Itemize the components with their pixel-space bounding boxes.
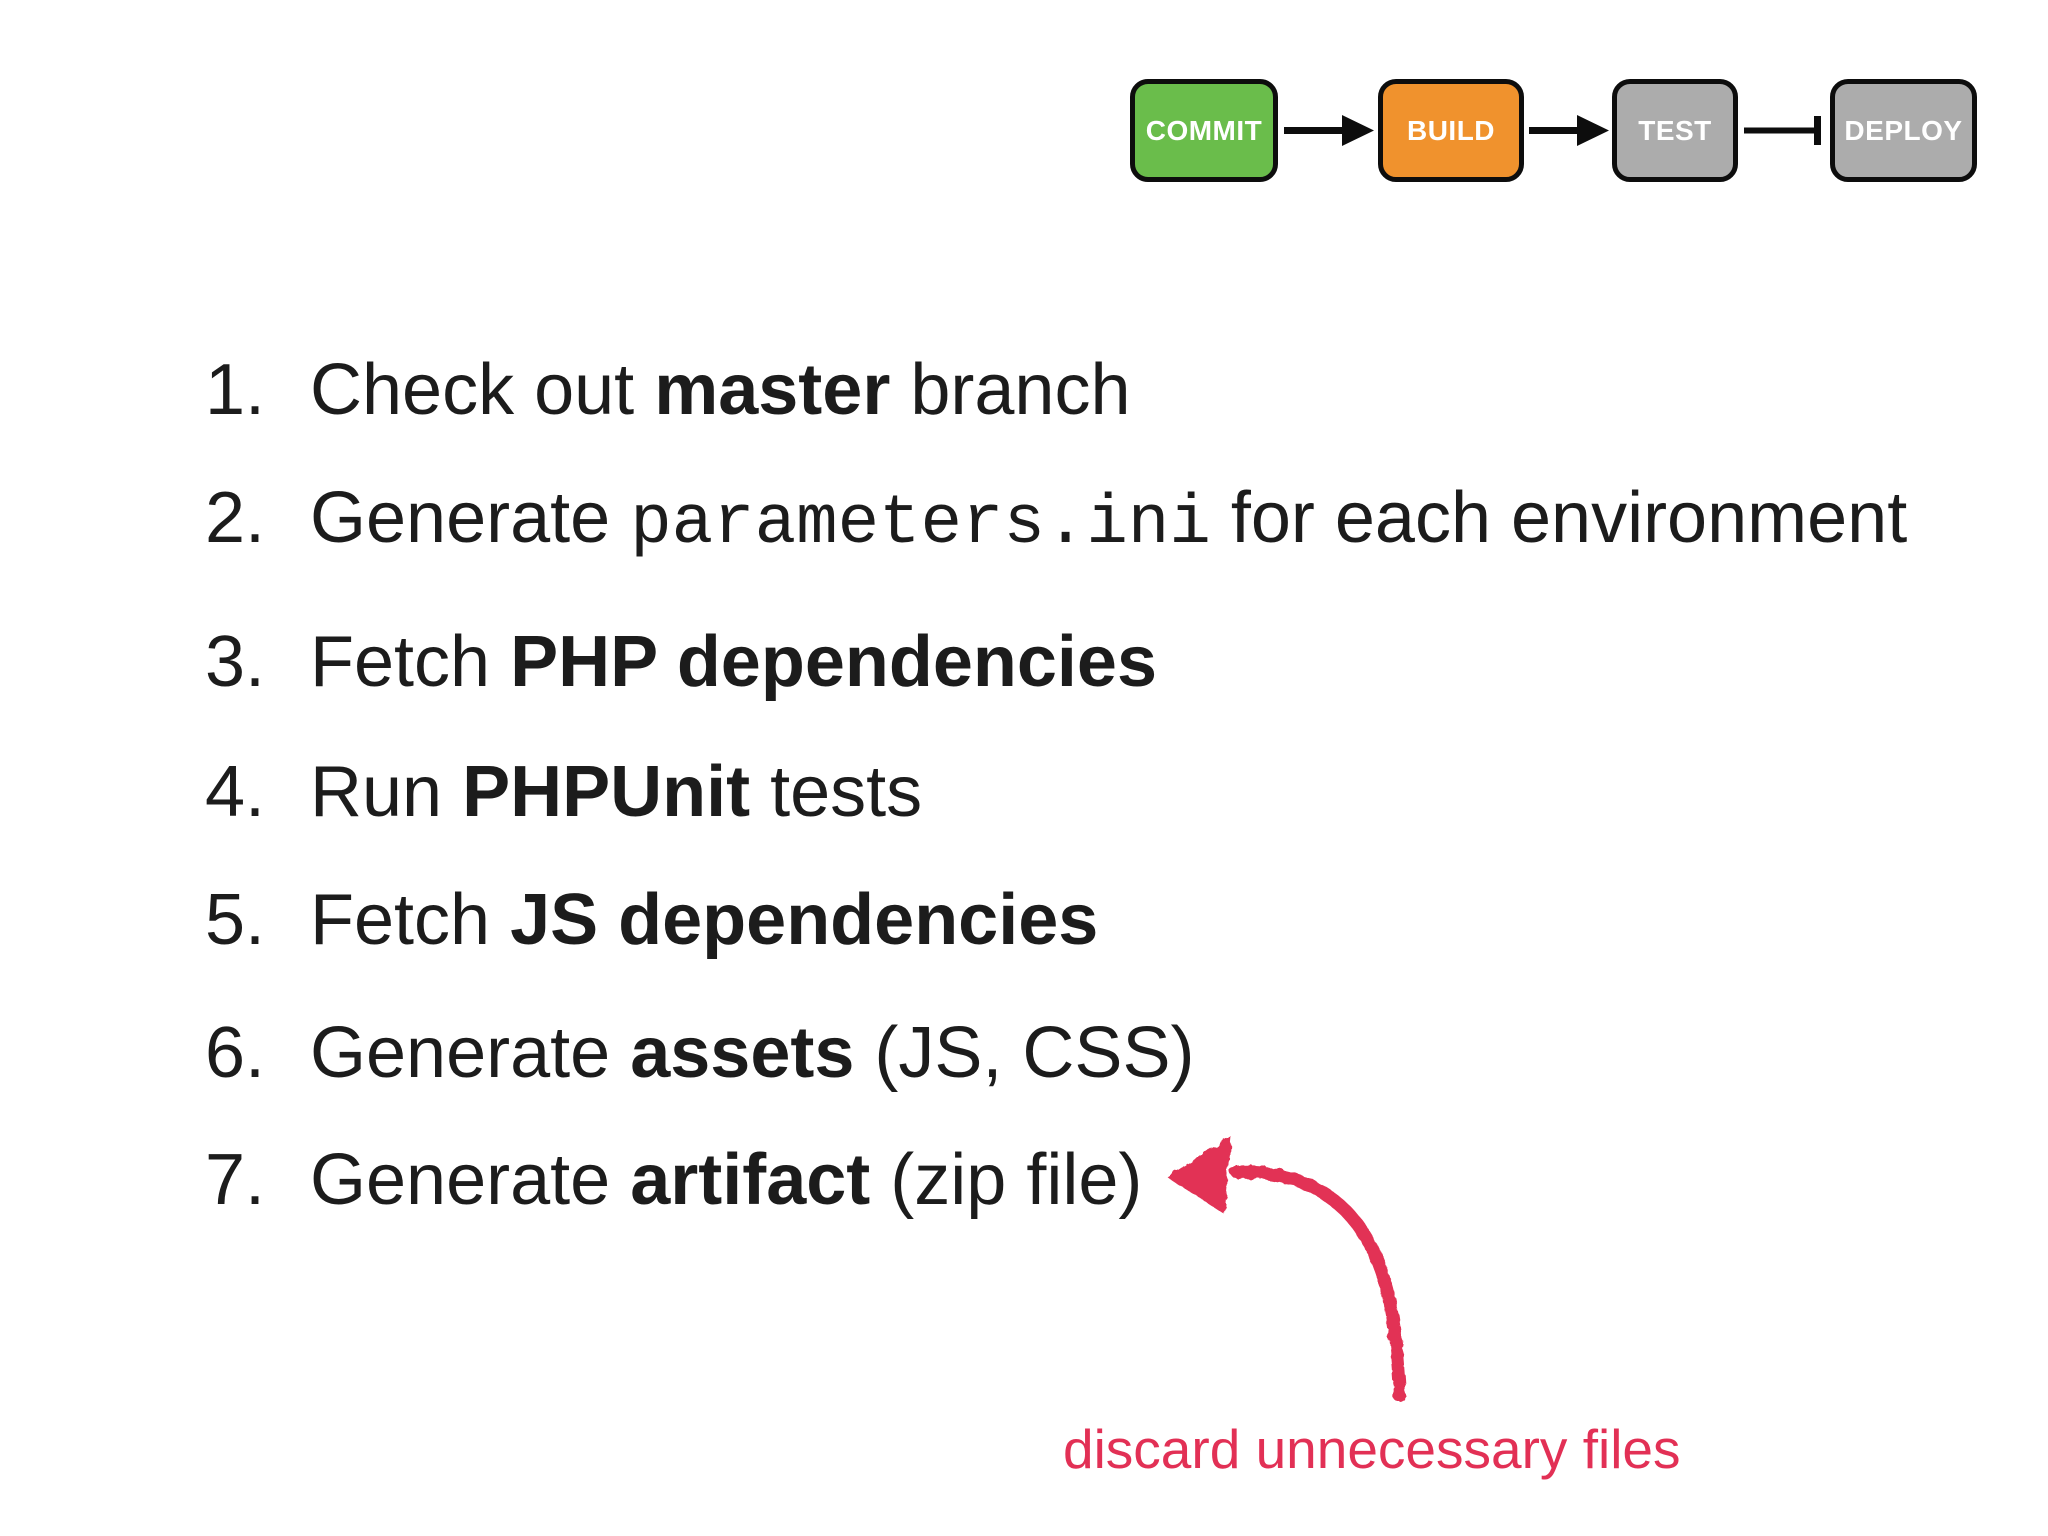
list-item: 2.Generate parameters.ini for each envir… (205, 482, 1907, 558)
list-item: 6.Generate assets (JS, CSS) (205, 1017, 1194, 1089)
list-item-number: 1. (205, 350, 266, 430)
arrow-right-icon (1284, 115, 1374, 146)
list-item-prefix: Check out (310, 350, 655, 430)
list-item-emphasis: parameters.ini (630, 484, 1211, 563)
list-item-number: 3. (205, 622, 266, 702)
list-item-number: 2. (205, 478, 266, 558)
blocked-arrow-icon (1744, 116, 1821, 145)
pipeline-diagram: COMMIT BUILD TEST DEPLOY (1130, 79, 1977, 182)
stage-label-deploy: DEPLOY (1844, 114, 1963, 146)
list-item: 4.Run PHPUnit tests (205, 756, 922, 828)
list-item-number: 5. (205, 880, 266, 960)
list-item-prefix: Fetch (310, 622, 511, 702)
list-item-emphasis: PHP dependencies (510, 622, 1157, 702)
stage-label-commit: COMMIT (1145, 114, 1263, 146)
stage-box-build: BUILD (1378, 79, 1524, 182)
stage-box-commit: COMMIT (1130, 79, 1278, 182)
list-item-prefix: Generate (310, 1013, 631, 1093)
list-item-suffix: for each environment (1210, 478, 1908, 558)
list-item-emphasis: artifact (630, 1140, 871, 1220)
list-item: 1.Check out master branch (205, 354, 1131, 426)
list-item-prefix: Generate (310, 478, 631, 558)
list-item-suffix: branch (890, 350, 1131, 430)
list-item-prefix: Generate (310, 1140, 631, 1220)
annotation-curved-arrow-icon (1130, 1110, 1450, 1420)
list-item-suffix: tests (750, 752, 923, 832)
list-item-number: 6. (205, 1013, 266, 1093)
list-item-emphasis: JS dependencies (510, 880, 1099, 960)
stage-label-test: TEST (1638, 114, 1712, 146)
annotation-label: discard unnecessary files (1063, 1418, 1681, 1480)
stage-label-build: BUILD (1406, 114, 1496, 146)
arrow-right-icon (1529, 115, 1609, 146)
stage-box-test: TEST (1612, 79, 1738, 182)
list-item: 5.Fetch JS dependencies (205, 884, 1098, 956)
list-item-emphasis: master (654, 350, 891, 430)
list-item-prefix: Run (310, 752, 463, 832)
list-item: 7.Generate artifact (zip file) (205, 1144, 1142, 1216)
list-item-prefix: Fetch (310, 880, 511, 960)
list-item-number: 7. (205, 1140, 266, 1220)
stage-box-deploy: DEPLOY (1830, 79, 1977, 182)
list-item-emphasis: assets (630, 1013, 855, 1093)
list-item-suffix: (zip file) (870, 1140, 1143, 1220)
list-item-emphasis: PHPUnit (462, 752, 751, 832)
list-item: 3.Fetch PHP dependencies (205, 626, 1157, 698)
list-item-suffix: (JS, CSS) (854, 1013, 1195, 1093)
list-item-number: 4. (205, 752, 266, 832)
